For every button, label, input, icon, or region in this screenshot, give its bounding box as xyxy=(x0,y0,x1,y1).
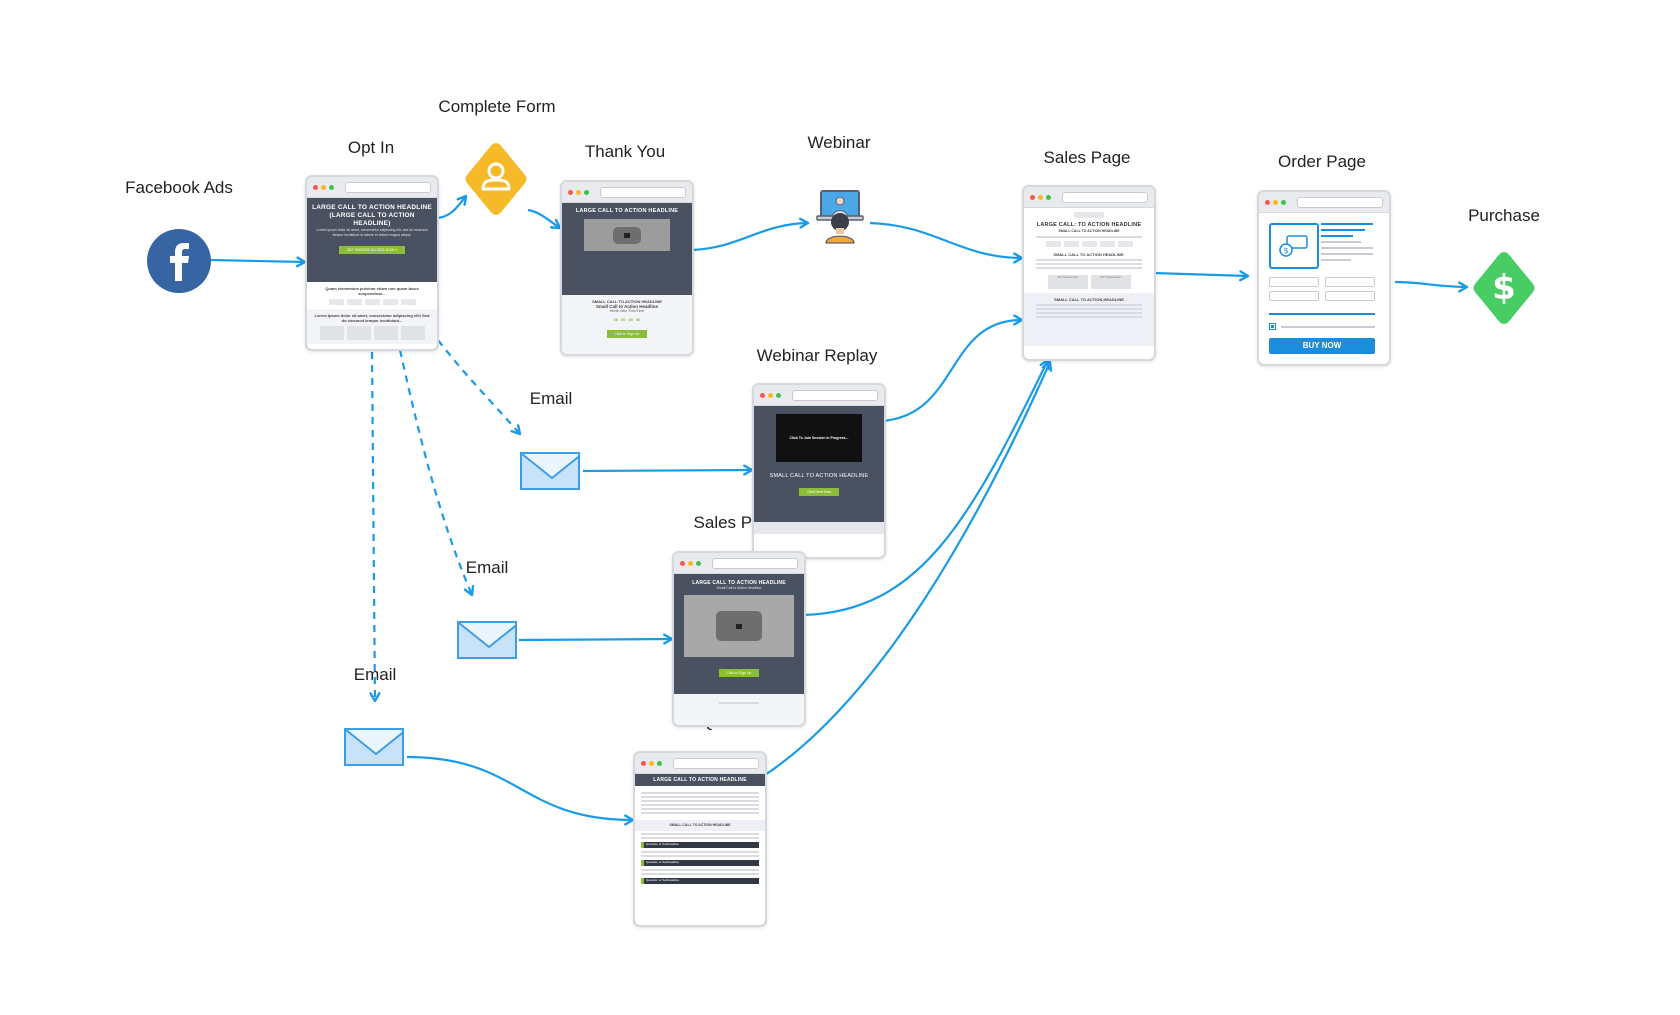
envelope-icon[interactable] xyxy=(520,452,580,490)
sales-page-video-thumbnail[interactable]: LARGE CALL TO ACTION HEADLINE Small Call… xyxy=(672,551,806,727)
edge-optin-email2 xyxy=(398,349,472,595)
buy-now-button[interactable]: BUY NOW xyxy=(1269,338,1375,354)
label-opt-in: Opt In xyxy=(347,138,395,157)
salesvideo-cta-button: Click to Sign Up xyxy=(718,669,760,677)
facebook-icon[interactable] xyxy=(147,229,211,293)
edge-faq-sales xyxy=(761,362,1050,778)
checkbox[interactable] xyxy=(1269,323,1276,330)
salesvideo-subhead: Small Call to Action Headline xyxy=(716,586,762,590)
optin-subhead-2: Lorem ipsum dolor sit amet, consectetur … xyxy=(314,313,430,323)
thankyou-small-headline: SMALL CALL TO ACTION HEADLINE xyxy=(592,299,662,304)
sales-page-thumbnail[interactable]: LARGE CALL: TO ACTION HEADLINE SMALL CAL… xyxy=(1022,185,1156,361)
label-sales-page: Sales Page xyxy=(1043,148,1131,167)
sales-bottom-headline: SMALL CALL TO ACTION HEADLINE xyxy=(1054,297,1124,302)
countdown-minutes: 00 xyxy=(628,317,633,322)
testimonial-box: PR Testimonial xyxy=(1047,275,1088,289)
label-webinar-replay: Webinar Replay xyxy=(756,346,878,365)
envelope-icon[interactable] xyxy=(457,621,517,659)
svg-text:$: $ xyxy=(1283,246,1288,255)
opt-in-page-thumbnail[interactable]: LARGE CALL TO ACTION HEADLINE (LARGE CAL… xyxy=(305,175,439,351)
edge-optin-email1 xyxy=(437,339,520,434)
label-complete-form: Complete Form xyxy=(438,97,556,116)
edge-webinar-sales xyxy=(869,221,1022,258)
label-webinar: Webinar xyxy=(807,133,871,152)
replay-headline: SMALL CALL TO ACTION HEADLINE xyxy=(769,473,869,479)
user-icon[interactable] xyxy=(464,141,528,217)
thank-you-page-thumbnail[interactable]: LARGE CALL TO ACTION HEADLINE SMALL CALL… xyxy=(560,180,694,356)
optin-headline: LARGE CALL TO ACTION HEADLINE (LARGE CAL… xyxy=(312,204,432,227)
webinar-presenter-icon[interactable] xyxy=(815,188,865,244)
faq-question: Question or Subheadline xyxy=(641,842,759,848)
replay-video-text: Click To Join Session In Progress... xyxy=(789,435,849,440)
order-field[interactable] xyxy=(1325,277,1375,287)
browser-chrome xyxy=(1259,192,1389,213)
order-field[interactable] xyxy=(1269,277,1319,287)
faq-page-thumbnail[interactable]: LARGE CALL TO ACTION HEADLINE SMALL CALL… xyxy=(633,751,767,927)
label-thank-you: Thank You xyxy=(584,142,666,161)
label-purchase: Purchase xyxy=(1468,206,1540,225)
browser-chrome xyxy=(1024,187,1154,208)
order-page-thumbnail[interactable]: $ BUY NOW xyxy=(1257,190,1391,366)
sales-small-headline: SMALL CALL TO ACTION HEADLINE xyxy=(1058,229,1120,233)
edge-order-purchase xyxy=(1394,280,1467,287)
order-field[interactable] xyxy=(1269,291,1319,301)
edge-optin-form xyxy=(437,196,466,220)
dollar-icon[interactable]: $ xyxy=(1472,250,1536,326)
sales-headline: LARGE CALL: TO ACTION HEADLINE xyxy=(1036,222,1142,228)
browser-chrome xyxy=(307,177,437,198)
replay-cta-button: Click Here Now xyxy=(798,488,840,496)
sales-section-headline: SMALL CALL TO ACTION HEADLINE: xyxy=(1053,252,1125,257)
edge-sales-order xyxy=(1152,273,1248,276)
edge-replay-sales xyxy=(881,320,1022,423)
salesvideo-headline: LARGE CALL TO ACTION HEADLINE xyxy=(692,580,786,586)
faq-question: Question or Subheadline xyxy=(641,878,759,884)
thankyou-cta-button: Click to Sign Up xyxy=(606,330,648,338)
browser-chrome xyxy=(562,182,692,203)
optin-subhead: Quam elementum pulvinar etiam non quam l… xyxy=(325,286,419,296)
edge-form-thankyou xyxy=(527,208,560,228)
payment-card-icon: $ xyxy=(1269,223,1319,269)
browser-chrome xyxy=(635,753,765,774)
thankyou-date: Month date Time/Time xyxy=(609,309,645,313)
browser-chrome xyxy=(754,385,884,406)
edge-facebook-optin xyxy=(209,260,305,262)
optin-body: Lorem ipsum dolor sit amet, consectetur … xyxy=(316,228,428,237)
edge-email1-replay xyxy=(582,470,752,471)
edge-optin-email3 xyxy=(372,351,375,701)
countdown-seconds: 00 xyxy=(635,317,641,322)
label-email-3: Email xyxy=(353,665,397,684)
faq-headline: LARGE CALL TO ACTION HEADLINE xyxy=(653,777,747,783)
testimonial-box: PR Testimonial xyxy=(1090,275,1131,289)
edge-email3-faq xyxy=(406,755,633,820)
thankyou-headline: LARGE CALL TO ACTION HEADLINE xyxy=(575,208,679,214)
countdown-hours: 00 xyxy=(621,317,626,322)
countdown-days: 00 xyxy=(613,317,619,322)
webinar-replay-page-thumbnail[interactable]: Click To Join Session In Progress... SMA… xyxy=(752,383,886,559)
optin-cta-button: GET INSTANT ACCESS NOW » xyxy=(338,246,406,254)
edge-salesvideo-sales xyxy=(802,360,1048,617)
label-email-1: Email xyxy=(529,389,573,408)
order-field[interactable] xyxy=(1325,291,1375,301)
envelope-icon[interactable] xyxy=(344,728,404,766)
label-order-page: Order Page xyxy=(1278,152,1366,171)
svg-text:$: $ xyxy=(1492,268,1516,308)
edge-email2-salesvideo xyxy=(518,639,672,640)
faq-section-headline: SMALL CALL TO ACTION HEADLINE xyxy=(669,823,731,827)
thankyou-subhead: Small Call to Action Headline xyxy=(595,304,659,309)
edge-thankyou-webinar xyxy=(691,223,808,252)
label-email-2: Email xyxy=(465,558,509,577)
faq-question: Question or Subheadline xyxy=(641,860,759,866)
browser-chrome xyxy=(674,553,804,574)
label-facebook-ads: Facebook Ads xyxy=(125,178,233,197)
